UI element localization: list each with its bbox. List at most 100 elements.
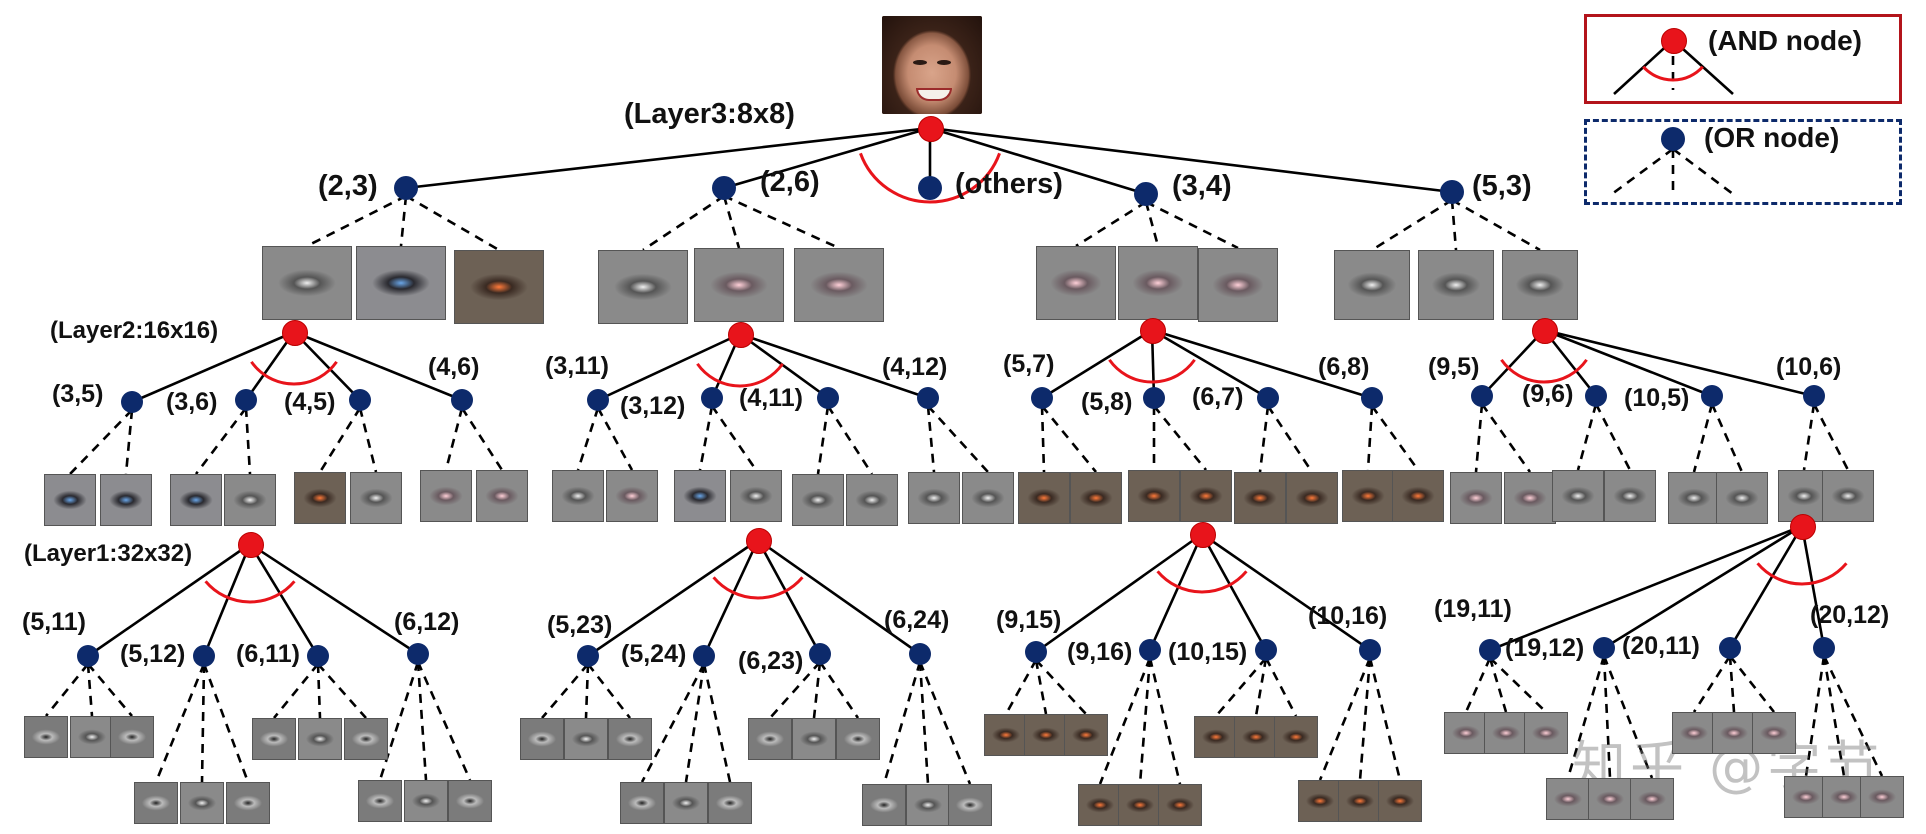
and-edge — [293, 330, 463, 402]
or-edge — [194, 407, 248, 475]
layer3-patch — [262, 246, 352, 320]
or-edge — [1358, 657, 1372, 781]
or-node — [817, 387, 839, 409]
or-edge — [416, 661, 472, 781]
or-edge — [1812, 403, 1850, 471]
layer1-patch — [664, 782, 708, 824]
layer2-patch — [1604, 470, 1656, 522]
layer1-patch — [404, 780, 448, 822]
l1-node-label: (5,23) — [547, 611, 613, 639]
or-edge — [200, 663, 206, 783]
or-node — [1593, 637, 1615, 659]
layer1-patch — [344, 718, 388, 760]
or-edge — [1451, 198, 1541, 252]
layer1-patch — [1298, 780, 1342, 822]
or-edge — [1602, 655, 1654, 779]
or-node — [1359, 639, 1381, 661]
legend-and-arc — [1642, 65, 1704, 82]
l1-node-label: (5,12) — [120, 640, 186, 668]
layer3-patch — [356, 246, 446, 320]
or-node — [1701, 385, 1723, 407]
or-edge — [1144, 201, 1160, 247]
l2-node-label: (4,5) — [284, 388, 336, 416]
or-edge — [1802, 403, 1816, 471]
or-node — [1025, 641, 1047, 663]
and-edge — [1041, 328, 1153, 400]
layer1-patch — [1234, 716, 1278, 758]
or-node — [1257, 387, 1279, 409]
layer1-patch — [1118, 784, 1162, 826]
or-edge — [541, 663, 589, 719]
and-edge — [244, 331, 296, 401]
and-node — [1140, 318, 1166, 344]
or-edge — [723, 194, 840, 250]
or-edge — [1464, 657, 1492, 713]
layer1-patch — [1860, 776, 1904, 818]
and-edge — [1728, 525, 1804, 649]
or-edge — [640, 663, 706, 783]
or-edge — [1602, 655, 1612, 779]
or-edge — [358, 407, 378, 473]
layer1-patch — [608, 718, 652, 760]
l1-node-label: (20,12) — [1810, 601, 1890, 629]
l1-node-label: (19,12) — [1505, 634, 1585, 662]
l2-node-label: (5,8) — [1081, 388, 1133, 416]
l2-node-label: (5,7) — [1003, 350, 1055, 378]
or-edge — [86, 663, 94, 717]
layer1-patch — [708, 782, 752, 824]
or-edge — [316, 663, 322, 719]
layer1-patch — [1064, 714, 1108, 756]
legend-or-edge — [1611, 147, 1674, 196]
and-edge — [702, 539, 760, 657]
or-edge — [1728, 655, 1776, 713]
and-edge — [723, 126, 931, 190]
l1-node-label: (5,24) — [621, 640, 687, 668]
layer1-patch — [1784, 776, 1828, 818]
l1-node-label: (5,11) — [22, 608, 86, 636]
layer1-patch — [298, 718, 342, 760]
or-edge — [1040, 405, 1098, 473]
or-edge — [918, 661, 972, 785]
or-edge — [812, 661, 822, 719]
or-edge — [444, 407, 464, 471]
layer2-and-arc — [1108, 358, 1196, 384]
layer2-and-arc — [1500, 358, 1588, 384]
and-edge — [87, 542, 251, 658]
or-edge — [698, 405, 714, 471]
layer1-patch — [836, 718, 880, 760]
layer2-patch — [1286, 472, 1338, 524]
or-edge — [710, 405, 758, 471]
l2-node-label: (4,12) — [882, 353, 948, 381]
layer2-patch — [552, 470, 604, 522]
and-node — [1790, 514, 1816, 540]
or-edge — [1480, 403, 1532, 473]
and-edge — [202, 543, 252, 657]
and-edge — [1200, 533, 1268, 651]
layer2-patch — [1504, 472, 1556, 524]
layer1-patch — [252, 718, 296, 760]
or-edge — [1138, 657, 1152, 785]
layer2-patch — [1392, 470, 1444, 522]
or-edge — [1489, 657, 1547, 713]
l3-child-label: (2,3) — [318, 170, 378, 202]
layer1-patch — [1712, 712, 1756, 754]
layer1-patch — [620, 782, 664, 824]
or-node — [77, 645, 99, 667]
layer1-patch — [1024, 714, 1068, 756]
or-edge — [244, 407, 252, 475]
or-node — [451, 389, 473, 411]
or-edge — [722, 195, 741, 249]
layer1-patch — [906, 784, 950, 826]
l3-child-label: (3,4) — [1172, 170, 1232, 202]
and-edge — [929, 126, 1453, 194]
layer2-patch — [100, 474, 152, 526]
or-edge — [1371, 198, 1453, 252]
and-edge — [249, 542, 419, 656]
layer1-patch — [1822, 776, 1866, 818]
or-edge — [1728, 655, 1736, 713]
or-node — [1134, 182, 1158, 206]
and-edge — [1489, 524, 1803, 652]
or-edge — [272, 663, 320, 719]
layer1-patch — [1378, 780, 1422, 822]
or-edge — [642, 194, 725, 252]
